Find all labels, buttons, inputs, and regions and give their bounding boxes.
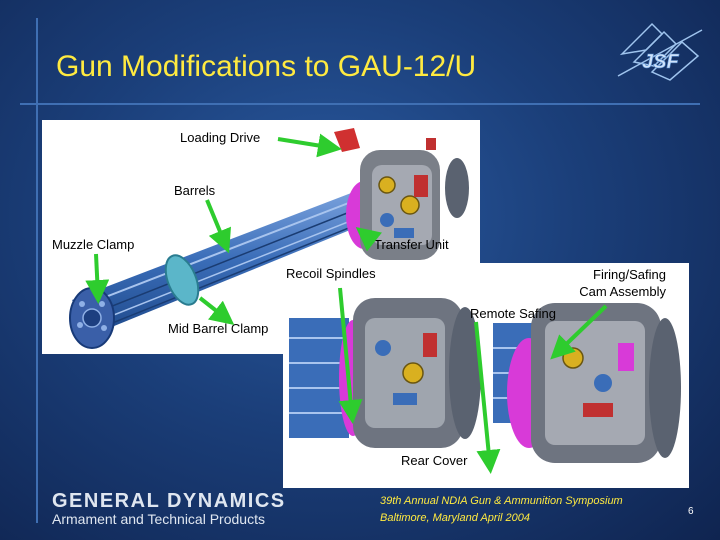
label-remote-safing: Remote Safing — [470, 306, 556, 321]
footer-conference-line1: 39th Annual NDIA Gun & Ammunition Sympos… — [380, 495, 623, 507]
label-mid-barrel-clamp: Mid Barrel Clamp — [168, 321, 269, 336]
footer-company-name: GENERAL DYNAMICS — [52, 490, 286, 512]
label-firing-safing-line1: Firing/Safing — [593, 267, 666, 282]
page-number: 6 — [688, 506, 694, 517]
decorative-vertical-line — [36, 18, 38, 523]
footer-conference: 39th Annual NDIA Gun & Ammunition Sympos… — [380, 493, 623, 527]
slide-title: Gun Modifications to GAU-12/U — [56, 50, 477, 83]
jsf-logo-text: JSF — [642, 51, 679, 73]
label-firing-safing-line2: Cam Assembly — [579, 284, 666, 299]
jsf-logo: JSF — [617, 22, 703, 81]
label-loading-drive: Loading Drive — [180, 130, 261, 145]
label-firing-safing-cam-assembly: Firing/Safing Cam Assembly — [548, 266, 666, 300]
label-recoil-spindles: Recoil Spindles — [286, 266, 376, 281]
gun-overview-image: Loading Drive Barrels Muzzle Clamp Trans… — [42, 120, 480, 354]
footer-conference-line2: Baltimore, Maryland April 2004 — [380, 512, 530, 524]
label-barrels: Barrels — [174, 183, 216, 198]
footer-company-division: Armament and Technical Products — [52, 511, 265, 527]
label-muzzle-clamp: Muzzle Clamp — [52, 237, 135, 252]
label-transfer-unit: Transfer Unit — [374, 237, 449, 252]
decorative-horizontal-line — [20, 103, 700, 105]
label-rear-cover: Rear Cover — [401, 453, 468, 468]
